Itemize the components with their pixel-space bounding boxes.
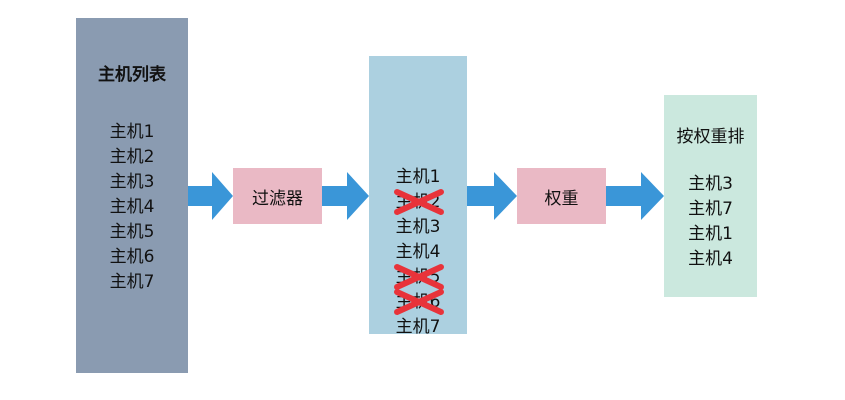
filtered-item-label: 主机3 [395,217,441,237]
sorted-item: 主机4 [688,249,733,269]
host-list-item: 主机5 [109,222,155,242]
removed-cross-icon [394,289,444,315]
filter-label: 过滤器 [252,188,303,209]
host-list-item: 主机2 [109,147,155,167]
host-list-item: 主机7 [109,272,155,292]
filtered-list-item: 主机3 [369,215,467,240]
filtered-item-label: 主机4 [395,242,441,262]
filtered-list-item: 主机1 [369,165,467,190]
host-list-item: 主机1 [109,122,155,142]
removed-cross-icon [394,264,444,290]
sorted-item: 主机7 [688,199,733,219]
host-list-item: 主机6 [109,247,155,267]
filter-box: 过滤器 [233,168,322,224]
arrow-1-icon [188,172,233,220]
sorted-title: 按权重排 [676,127,745,147]
sorted-item: 主机1 [688,224,733,244]
weight-box: 权重 [517,168,606,224]
filtered-list-box: 主机1 主机2 主机3 主机4 主机5 主机6 主机7 [369,56,467,337]
host-list-item: 主机4 [109,197,155,217]
filtered-list-item: 主机5 [369,264,467,290]
weight-label: 权重 [544,188,579,209]
filtered-list-item: 主机2 [369,189,467,215]
filtered-item-label: 主机1 [395,167,441,187]
arrow-4-icon [606,172,664,220]
filtered-list-item: 主机4 [369,240,467,265]
host-list-item: 主机3 [109,172,155,192]
filtered-item-label: 主机7 [395,317,441,337]
arrow-3-icon [467,172,517,220]
host-list-title: 主机列表 [98,65,166,85]
host-list-box: 主机列表 主机1 主机2 主机3 主机4 主机5 主机6 主机7 [76,18,188,373]
filtered-list-item: 主机7 [369,315,467,340]
sorted-box: 按权重排 主机3 主机7 主机1 主机4 [664,95,757,297]
sorted-items: 主机3 主机7 主机1 主机4 [664,172,757,272]
filtered-list-item: 主机6 [369,289,467,315]
host-list-items: 主机1 主机2 主机3 主机4 主机5 主机6 主机7 [76,120,188,295]
removed-cross-icon [394,189,444,215]
arrow-2-icon [322,172,369,220]
filtered-list-items: 主机1 主机2 主机3 主机4 主机5 主机6 主机7 [369,165,467,340]
sorted-item: 主机3 [688,174,733,194]
